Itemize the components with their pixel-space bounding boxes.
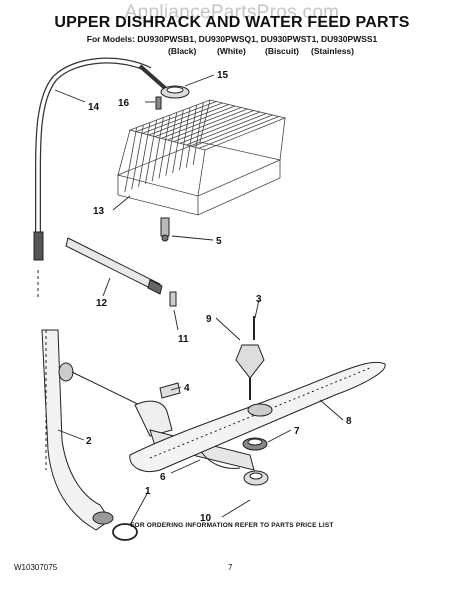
part-10-nut [243,470,269,486]
part-5-clip [160,217,170,242]
callout-13: 13 [93,206,105,217]
callout-1: 1 [145,486,151,497]
part-8-spray-arm [129,361,386,473]
callout-8: 8 [346,416,352,427]
callout-5: 5 [216,236,222,247]
callout-14: 14 [88,102,100,113]
part-15-connector [138,64,190,99]
part-1-o-ring [112,523,138,541]
callout-7: 7 [294,426,300,437]
document-number: W10307075 [14,563,58,572]
callout-3: 3 [256,294,262,305]
finish-stainless: (Stainless) [311,46,354,56]
callout-4: 4 [184,383,190,394]
part-9-hub [235,344,265,400]
callout-2: 2 [86,436,92,447]
part-14-tube [33,57,152,300]
callout-labels: 15 16 14 13 5 12 11 9 3 4 8 7 2 6 1 10 [86,70,352,524]
part-12-rail [65,237,163,295]
page-title: UPPER DISHRACK AND WATER FEED PARTS [54,14,410,31]
ordering-note: FOR ORDERING INFORMATION REFER TO PARTS … [130,522,334,529]
page-number: 7 [228,563,233,572]
part-7-ring [242,437,268,451]
callout-12: 12 [96,298,108,309]
callout-11: 11 [178,334,189,345]
finish-black: (Black) [168,46,197,56]
callout-6: 6 [160,472,166,483]
part-13-dishrack [116,99,287,216]
watermark: AppliancePartsPros.com [124,2,340,23]
callout-9: 9 [206,314,212,325]
part-4-clip [159,382,181,399]
callout-16: 16 [118,98,130,109]
callout-15: 15 [217,70,229,81]
finish-white: (White) [217,46,246,56]
finish-biscuit: (Biscuit) [265,46,299,56]
model-list: For Models: DU930PWSB1, DU930PWSQ1, DU93… [86,34,378,44]
part-2-feed-pipe [41,329,114,531]
part-16-screw [155,96,162,110]
part-11-stop [169,291,177,307]
leader-lines [54,74,344,526]
callout-10: 10 [200,513,212,524]
